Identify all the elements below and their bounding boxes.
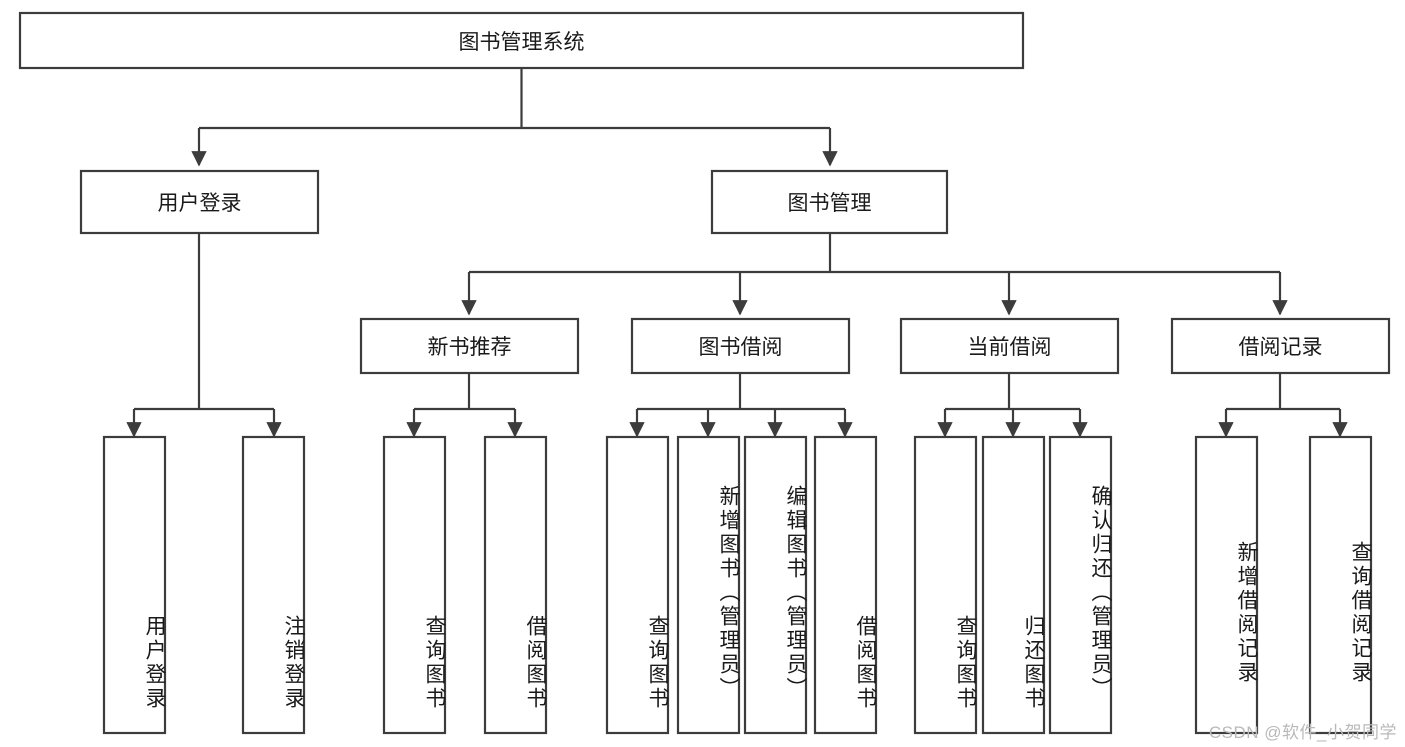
leaf-box-borrow-record-1[interactable] — [1194, 435, 1259, 735]
leaf-box-borrow-book-2[interactable] — [676, 435, 741, 735]
leaf-box-borrow-record-2[interactable] — [1308, 435, 1373, 735]
leaf-box-borrow-book-1[interactable] — [605, 435, 670, 735]
node-borrow-book-box[interactable] — [630, 317, 851, 375]
leaf-box-user-login-2[interactable] — [241, 435, 306, 735]
leaf-box-new-book-2[interactable] — [483, 435, 548, 735]
leaf-box-new-book-1[interactable] — [382, 435, 447, 735]
node-root-box[interactable] — [18, 11, 1025, 70]
leaf-box-current-borrow-2[interactable] — [981, 435, 1046, 735]
leaf-box-user-login-1[interactable] — [102, 435, 167, 735]
node-current-borrow-box[interactable] — [899, 317, 1120, 375]
node-user-login-box[interactable] — [79, 169, 320, 235]
leaf-box-borrow-book-3[interactable] — [743, 435, 808, 735]
leaf-box-borrow-book-4[interactable] — [813, 435, 878, 735]
node-book-mgmt-box[interactable] — [710, 169, 949, 235]
node-new-book-box[interactable] — [359, 317, 580, 375]
node-borrow-record-box[interactable] — [1170, 317, 1391, 375]
leaf-box-current-borrow-1[interactable] — [913, 435, 978, 735]
leaf-box-current-borrow-3[interactable] — [1048, 435, 1113, 735]
